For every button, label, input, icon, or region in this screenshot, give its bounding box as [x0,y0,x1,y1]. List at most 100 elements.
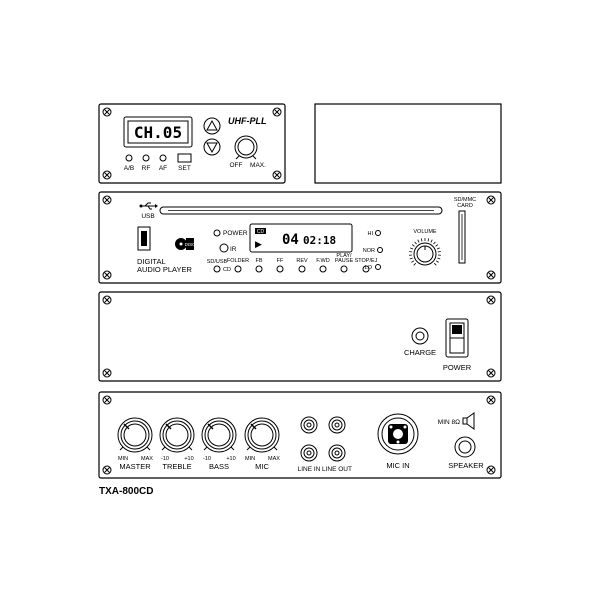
volume-tick [435,244,439,247]
channel-up-button[interactable] [203,117,221,135]
player-button-label: STOP/EJ [355,258,378,264]
channel-display [123,116,193,148]
player-title-line2: AUDIO PLAYER [137,265,192,274]
mixer-knob-master[interactable] [117,417,153,453]
screw-icon [486,395,496,405]
receiver-volume-knob[interactable] [234,135,258,160]
player-button-label: PLAY/ [336,253,352,259]
usb-label: USB [141,213,154,220]
mic-in-combo-jack[interactable] [377,413,419,455]
power-module: CHARGE POWER [98,291,502,382]
knob-name-label: TREBLE [162,462,191,471]
usb-icon [139,202,158,210]
speaker-jack[interactable] [454,436,476,458]
triangle-up-icon [206,119,218,131]
knob-min-label: -10 [203,456,211,462]
player-power-label: POWER [223,230,248,237]
card-label-1: SD/MMC [454,197,476,203]
level-nor-led-icon [377,247,383,253]
volume-tick [417,239,420,243]
player-button-label: F.WD [316,258,329,264]
player-button-4[interactable]: REV [296,258,308,273]
lcd-cd-badge: CD [257,229,265,235]
knob-name-label: BASS [209,462,229,471]
player-button-3[interactable]: FF [276,258,284,273]
mixer-panel [98,391,502,479]
screw-icon [102,107,112,117]
screw-icon [486,195,496,205]
mixer-knob-treble[interactable] [159,417,195,453]
level-hi-label: HI [368,231,374,237]
line-in-label: LINE IN [298,466,321,473]
player-volume-label: VOLUME [413,229,437,235]
player-button-5[interactable]: F.WD [316,258,330,273]
screw-icon [272,170,282,180]
knob-max-label: +10 [184,456,193,462]
compact-disc-logo: DISC [175,238,196,250]
indicator-label-af: AF [159,165,167,172]
player-button-label: FOLDER [227,258,249,264]
speaker-impedance-label: MIN 8Ω [438,419,460,426]
volume-tick [427,238,430,242]
screw-icon [102,368,112,378]
screw-icon [102,170,112,180]
volume-tick [433,241,436,245]
sd-card-slot[interactable] [458,210,466,264]
line-out-jack-top[interactable] [328,416,346,434]
line-out-jack-bottom[interactable] [328,444,346,462]
power-switch-label: POWER [443,363,472,372]
speaker-icon [462,412,475,430]
model-name: TXA-800CD [99,486,153,497]
screw-icon [486,465,496,475]
player-button-1[interactable]: FOLDER [227,258,249,273]
mixer-knob-bass[interactable] [201,417,237,453]
player-module: USB DISC DIGITAL AUDIO PLAYER POWER IR C… [98,191,502,284]
receiver-module: CH.05 UHF-PLL OFF MAX. A/B RF AF SET [98,103,286,184]
player-volume-knob[interactable] [413,242,437,266]
knob-name-label: MASTER [119,462,151,471]
player-button-2[interactable]: FB [255,258,263,273]
level-lo-led-icon [375,264,381,270]
line-in-jack-top[interactable] [300,416,318,434]
power-switch[interactable] [445,318,469,358]
screw-icon [102,465,112,475]
volume-tick [414,241,417,245]
lcd-time: 02:18 [303,234,336,247]
player-panel [98,191,502,284]
set-label: SET [178,165,191,172]
blank-panel [314,103,502,184]
player-button-label: REV [296,258,308,264]
led-af-icon [159,154,167,162]
card-label-2: CARD [457,203,473,209]
level-hi-led-icon [375,230,381,236]
set-button[interactable] [177,153,192,163]
volume-tick [435,260,439,263]
player-button-6[interactable]: PLAY/PAUSE [335,253,354,273]
volume-tick [437,257,441,260]
indicator-label-ab: A/B [124,165,134,172]
channel-display-text: CH.05 [134,123,182,142]
player-button-sublabel: PAUSE [335,258,354,264]
screw-icon [272,107,282,117]
volume-tick [430,239,433,243]
player-button-7[interactable]: STOP/EJ [355,258,378,273]
mixer-knob-mic[interactable] [244,417,280,453]
indicator-label-rf: RF [142,165,151,172]
level-nor-label: NOR [363,248,375,254]
channel-down-button[interactable] [203,138,221,156]
screw-icon [102,395,112,405]
disc-slot[interactable] [159,206,443,215]
knob-max-label: MAX [268,456,280,462]
led-ab-icon [125,154,133,162]
lcd-play-icon: ▶ [255,239,262,249]
screw-icon [102,270,112,280]
player-button-label: FB [255,258,262,264]
usb-port[interactable] [137,226,151,251]
volume-tick [409,257,413,260]
volume-tick [410,247,414,250]
line-in-jack-bottom[interactable] [300,444,318,462]
